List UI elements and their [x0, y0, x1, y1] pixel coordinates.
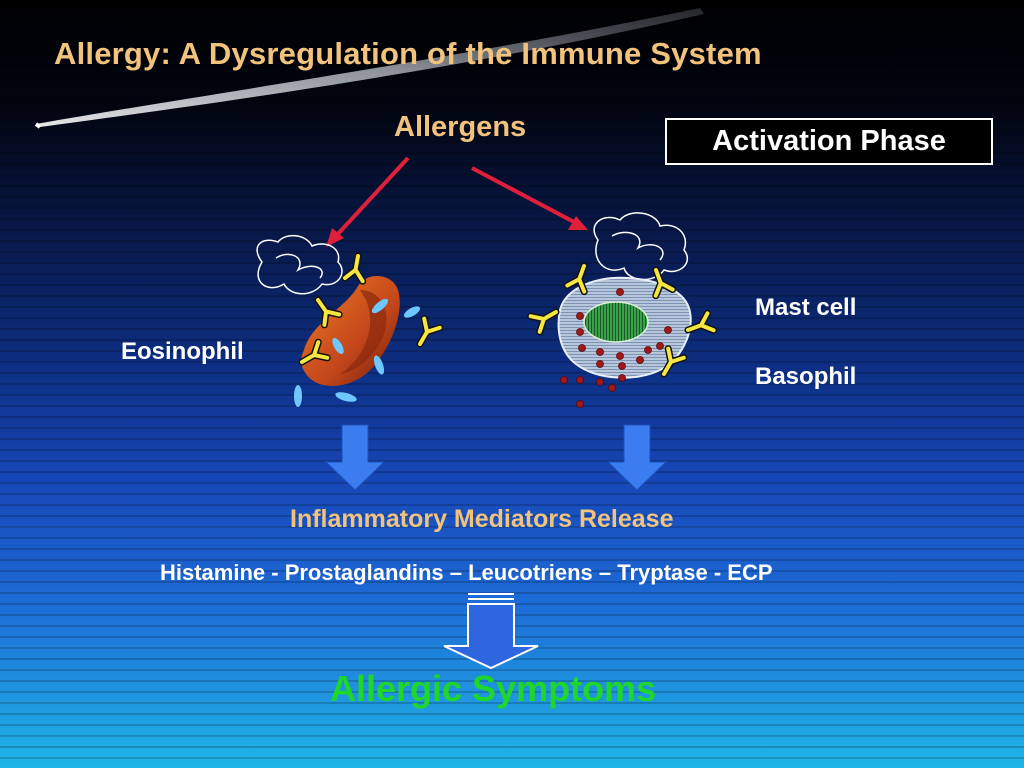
mediators-list: Histamine - Prostaglandins – Leucotriens… [160, 560, 773, 585]
down-arrow-icon [324, 424, 386, 491]
title-swoosh [34, 8, 704, 129]
allergens-label: Allergens [394, 111, 527, 143]
mast-cell-label: Mast cell [755, 294, 857, 321]
eosinophil-label: Eosinophil [121, 338, 244, 365]
basophil-label: Basophil [755, 363, 857, 390]
antibody-y-icon [412, 319, 440, 349]
allergen-scribble-icon [593, 212, 689, 281]
antibody-y-icon [345, 254, 367, 281]
allergic-symptoms-label: Allergic Symptoms [330, 668, 657, 709]
down-arrow-icon [606, 424, 668, 491]
allergen-arrow-left [326, 156, 410, 247]
phase-label: Activation Phase [712, 125, 946, 157]
antibody-y-icon [531, 304, 561, 332]
mast-cell [531, 212, 714, 408]
phase-badge: Activation Phase [665, 118, 993, 165]
allergen-scribble-icon [256, 234, 343, 295]
eosinophil-cell [256, 234, 440, 407]
allergen-arrow-right [471, 166, 588, 230]
hollow-down-arrow-icon [443, 593, 539, 670]
mediators-heading: Inflammatory Mediators Release [290, 505, 674, 533]
slide-title: Allergy: A Dysregulation of the Immune S… [54, 36, 762, 71]
